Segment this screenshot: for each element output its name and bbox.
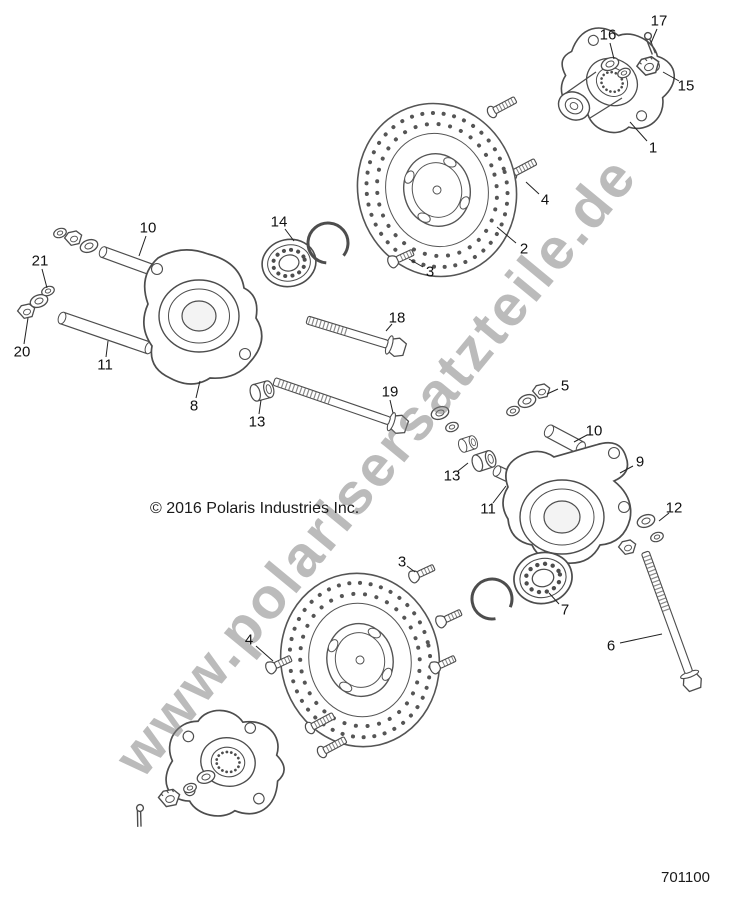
copyright-text: © 2016 Polaris Industries Inc.: [150, 500, 360, 517]
spacer-tube-11: [57, 311, 154, 355]
washer-right-2: [443, 420, 461, 434]
leader-line-10: [138, 235, 147, 257]
leader-line-7: [548, 592, 560, 605]
leader-line-3-b: [406, 565, 416, 573]
washer-12-a: [634, 511, 658, 531]
leader-line-18: [385, 323, 393, 332]
bushing-right-small: [456, 434, 480, 454]
wheel-carrier-left: [143, 249, 263, 385]
leader-line-13-b: [457, 462, 469, 472]
leader-line-16: [609, 42, 615, 60]
wheel-carrier-left-assembly: [15, 219, 410, 434]
disc-bolt-3-lower: [407, 562, 437, 585]
leader-line-14: [284, 228, 295, 242]
leader-line-11-b: [492, 485, 507, 504]
spacer-washer-2: [77, 236, 101, 256]
disc-bolt-lower-1: [434, 607, 464, 630]
hub-flange-upper: [541, 8, 690, 152]
washer-5-a: [504, 404, 522, 418]
leader-line-4: [525, 181, 540, 195]
washer-12-b: [648, 530, 666, 544]
leader-line-19: [389, 399, 394, 414]
snap-ring-right: [467, 574, 517, 624]
leader-line-20: [23, 317, 29, 345]
leader-line-4-b: [255, 645, 274, 662]
wheel-carrier-right-assembly: [407, 381, 702, 693]
wheel-carrier-right: [502, 441, 632, 565]
cotter-pin-lower: [127, 802, 152, 829]
leader-line-6: [619, 633, 663, 644]
hub-flange-lower: [155, 699, 296, 830]
brake-disc-upper: [336, 83, 538, 297]
diagram-number: 701100: [661, 869, 710, 886]
hub-barrel-upper: [557, 91, 591, 121]
wheel-stud-upper-1: [485, 94, 518, 119]
spacer-tube-10: [98, 246, 162, 278]
leader-line-8: [195, 380, 201, 399]
rear-hub-upper-assembly: [485, 8, 690, 181]
nut-right: [616, 537, 639, 558]
snap-ring-left: [304, 219, 352, 267]
bearing-left: [255, 232, 323, 294]
spacer-tube-10-right: [543, 424, 586, 455]
leader-line-21: [41, 268, 48, 289]
leader-line-3: [408, 258, 424, 268]
leader-line-11: [105, 340, 109, 358]
leader-line-5: [546, 388, 559, 395]
leader-line-12: [658, 512, 670, 522]
bolt-6: [641, 550, 702, 693]
washer-right-1: [428, 403, 452, 423]
leader-line-1: [629, 121, 648, 142]
leader-lines: [23, 28, 680, 662]
leader-line-15: [662, 71, 680, 82]
leader-line-9: [619, 465, 634, 474]
leader-line-13: [258, 399, 262, 415]
washer-5-b: [515, 391, 539, 411]
bolt-18: [305, 315, 408, 358]
bolt-19: [272, 377, 410, 434]
brake-disc-lower: [262, 556, 458, 764]
leader-line-2: [496, 226, 517, 244]
leader-line-17: [650, 28, 658, 44]
bushing-left: [247, 379, 277, 403]
leader-line-10-b: [573, 434, 588, 443]
